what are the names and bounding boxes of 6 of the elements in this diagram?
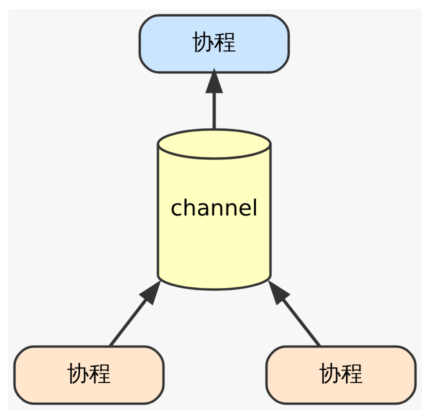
arrow [268, 279, 321, 346]
arrow [205, 67, 224, 129]
node-box: 协程 [13, 344, 165, 404]
node-box: 协程 [138, 14, 290, 74]
node-box: 协程 [265, 344, 417, 404]
arrow [108, 279, 162, 346]
